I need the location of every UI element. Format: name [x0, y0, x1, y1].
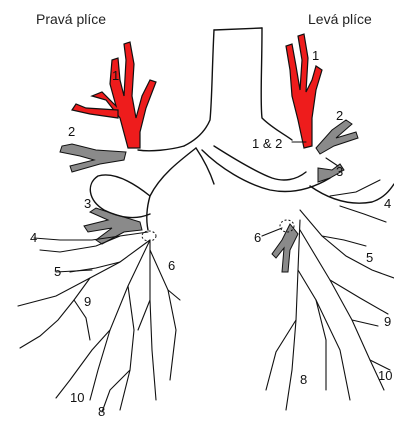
- left-lung-labels: 1 1 & 2 2 3 4 5 6 9 10 8: [252, 48, 392, 387]
- right-shaded-segments: [60, 144, 142, 244]
- left-label-6: 6: [254, 230, 261, 245]
- left-label-3: 3: [336, 164, 343, 179]
- left-main-bronchus: [202, 146, 330, 192]
- left-shaded-segments: [272, 120, 358, 272]
- right-label-10: 10: [70, 390, 84, 405]
- right-label-9: 9: [84, 294, 91, 309]
- right-lung-title: Pravá plíce: [36, 11, 106, 27]
- left-label-10: 10: [378, 368, 392, 383]
- left-label-5: 5: [366, 250, 373, 265]
- left-label-4: 4: [384, 196, 391, 211]
- left-lung-title: Levá plíce: [308, 11, 372, 27]
- left-label-1-and-2: 1 & 2: [252, 136, 282, 151]
- left-label-1: 1: [312, 48, 319, 63]
- right-segment-1-highlight: [72, 42, 156, 148]
- right-label-4: 4: [30, 230, 37, 245]
- right-label-8: 8: [98, 404, 105, 419]
- right-label-5: 5: [54, 264, 61, 279]
- left-label-2: 2: [336, 108, 343, 123]
- left-label-8: 8: [300, 372, 307, 387]
- right-main-bronchus: [138, 146, 214, 230]
- right-label-2: 2: [68, 124, 75, 139]
- right-label-1: 1: [112, 68, 119, 83]
- right-label-6: 6: [168, 258, 175, 273]
- right-label-3: 3: [84, 196, 91, 211]
- left-label-9: 9: [384, 314, 391, 329]
- trachea: [184, 28, 292, 146]
- left-lung-branches: [266, 180, 394, 410]
